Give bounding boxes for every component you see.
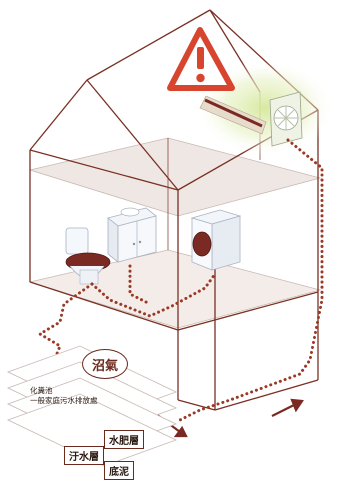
septic-tank-subtitle: 一般家庭污水排放處 (30, 396, 98, 406)
layer-top-tag: 水肥層 (104, 430, 144, 449)
sink-vanity-icon (108, 208, 156, 262)
warning-triangle-icon (170, 30, 232, 88)
washing-machine-icon (192, 210, 240, 270)
septic-tank-title: 化糞池 (30, 386, 98, 396)
biogas-label: 沼氣 (82, 349, 128, 379)
layer-middle-tag: 汙水層 (64, 446, 104, 465)
layer-bottom-tag: 底泥 (104, 461, 134, 480)
septic-tank-label: 化糞池 一般家庭污水排放處 (30, 386, 98, 406)
vent-fan-icon (270, 92, 302, 146)
